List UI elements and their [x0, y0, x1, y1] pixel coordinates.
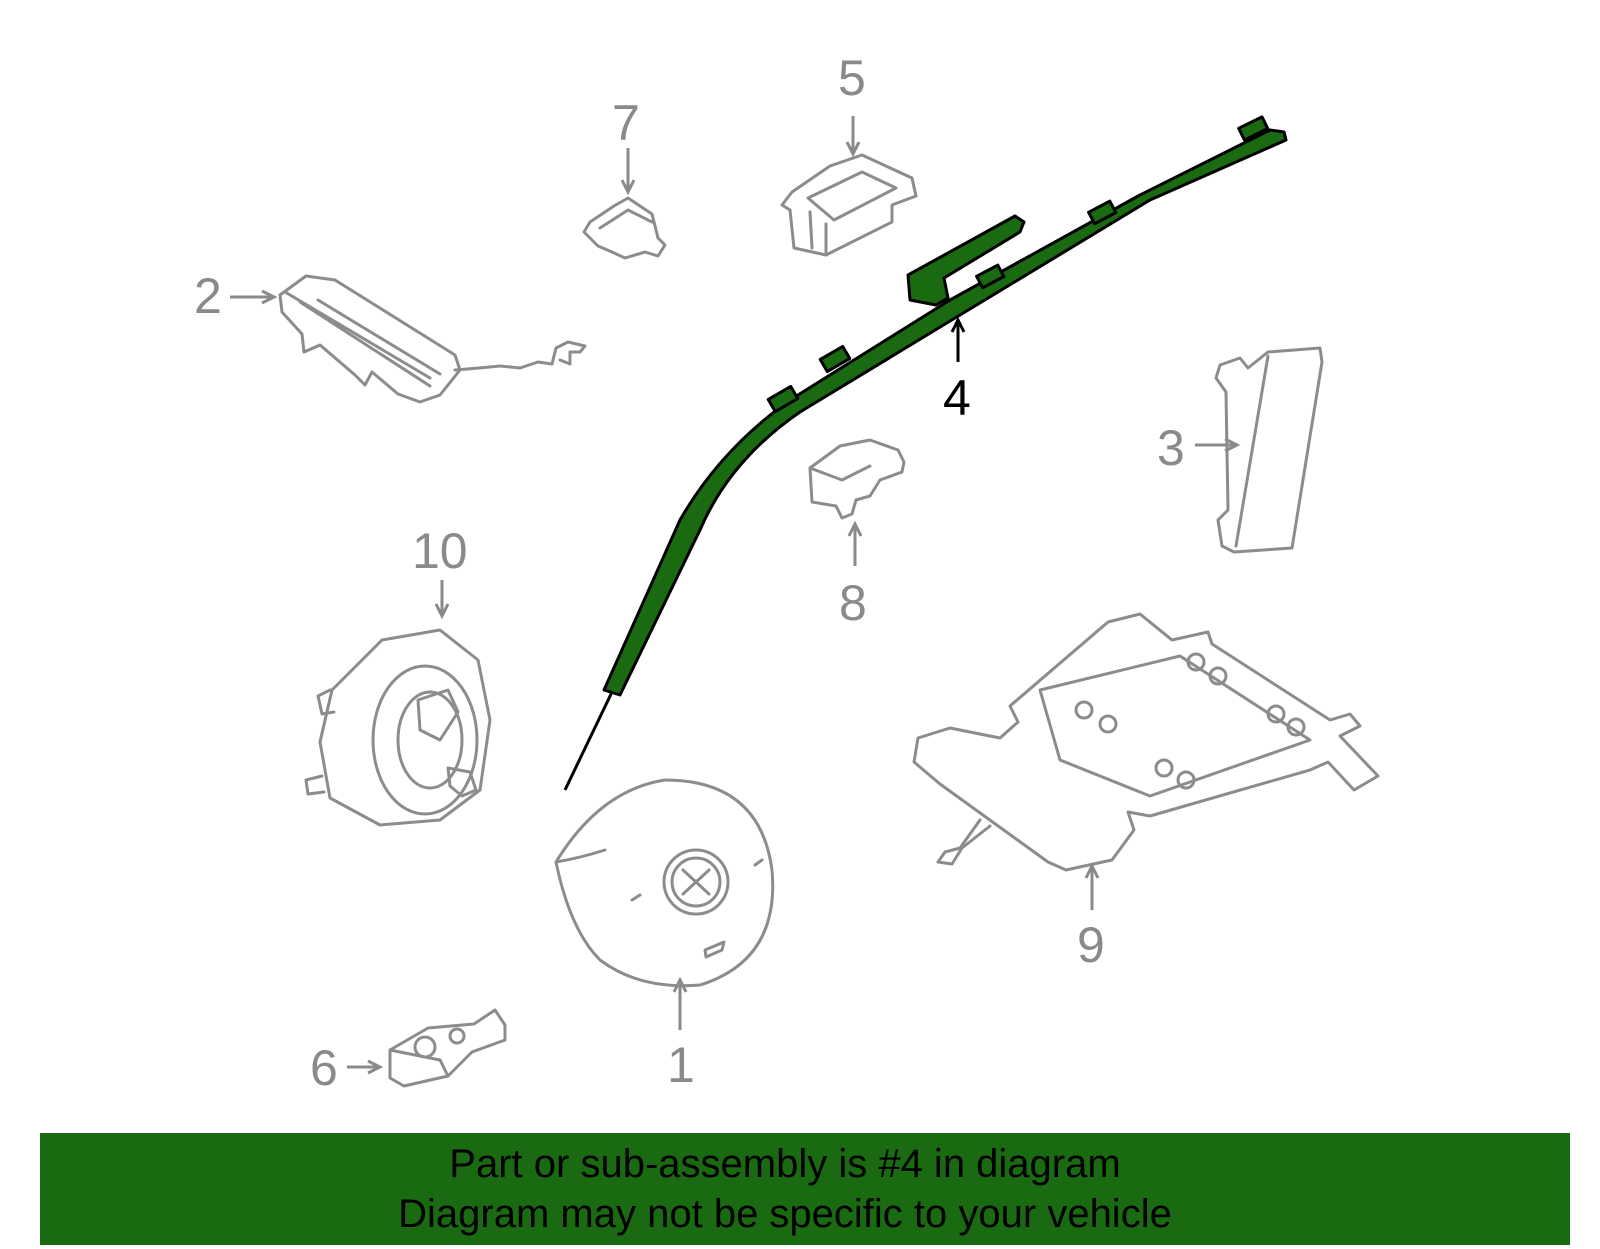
callout-6: 6 [310, 1040, 338, 1096]
callout-2: 2 [194, 268, 222, 324]
callout-7: 7 [612, 95, 640, 151]
callout-10: 10 [412, 523, 468, 579]
callout-8: 8 [839, 575, 867, 631]
banner-line-1: Part or sub-assembly is #4 in diagram [449, 1142, 1121, 1186]
part-4-curtain-airbag[interactable] [563, 115, 1288, 791]
part-9-occupant-sensor-mat[interactable] [912, 612, 1380, 872]
part-1-driver-airbag[interactable] [554, 778, 775, 988]
callout-3: 3 [1157, 420, 1185, 476]
part-7-sensor[interactable] [582, 196, 667, 260]
banner-line-2: Diagram may not be specific to your vehi… [398, 1192, 1172, 1236]
callout-5: 5 [838, 50, 866, 106]
callout-1: 1 [667, 1037, 695, 1093]
part-2-passenger-airbag[interactable] [278, 274, 587, 404]
part-3-side-airbag[interactable] [1214, 346, 1324, 554]
part-6-impact-sensor[interactable] [388, 1008, 507, 1088]
part-8-sensor[interactable] [808, 438, 906, 520]
callout-9: 9 [1077, 917, 1105, 973]
part-5-sensor-module[interactable] [780, 153, 918, 257]
info-banner: Part or sub-assembly is #4 in diagram Di… [40, 1133, 1570, 1245]
part-10-clock-spring[interactable] [304, 628, 492, 827]
callout-4: 4 [943, 370, 971, 426]
callout-leaders [230, 116, 1241, 1075]
